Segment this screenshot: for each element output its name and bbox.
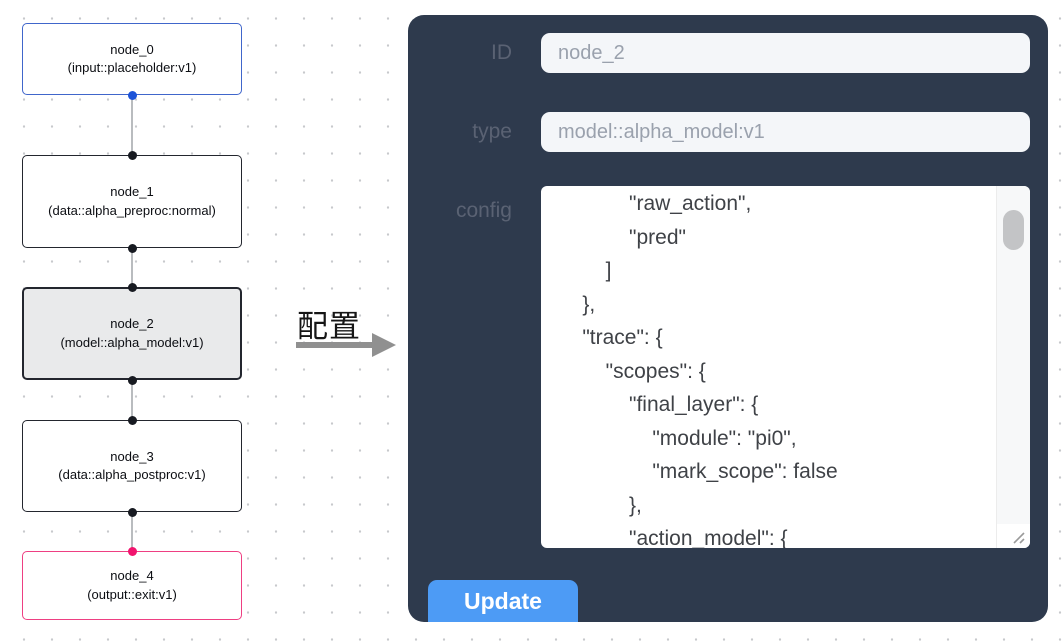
configure-label: 配置 — [297, 309, 361, 344]
node-type-label: (data::alpha_preproc:normal) — [48, 202, 216, 218]
resize-grip-icon — [1013, 532, 1025, 544]
config-field-label: config — [455, 199, 512, 222]
config-editor[interactable]: "raw_action", "pred" ] }, "trace": { "sc… — [541, 186, 1030, 548]
node-title: node_1 — [110, 184, 154, 200]
node-type-label: (data::alpha_postproc:v1) — [58, 467, 206, 482]
right-arrow-icon — [296, 333, 396, 357]
config-scrollbar-thumb[interactable] — [1003, 210, 1024, 250]
node-type-label: (output::exit:v1) — [87, 586, 177, 602]
id-input[interactable] — [541, 33, 1030, 73]
port-node3-input[interactable] — [127, 415, 137, 425]
port-node1-input[interactable] — [127, 150, 137, 160]
config-code-text[interactable]: "raw_action", "pred" ] }, "trace": { "sc… — [582, 192, 838, 548]
node-title: node_0 — [110, 41, 154, 57]
node-title: node_2 — [110, 316, 154, 332]
node-config-panel: ID type config "raw_action", "pred" ] },… — [408, 15, 1048, 622]
config-scrollbar-track[interactable] — [996, 186, 1030, 524]
edge-node0-node1 — [131, 95, 133, 155]
node-type-label: (model::alpha_model:v1) — [60, 334, 204, 350]
port-node1-output[interactable] — [127, 243, 137, 253]
type-input[interactable] — [541, 112, 1030, 152]
edge-node3-node4 — [131, 512, 133, 551]
graph-node-4[interactable]: node_4 (output::exit:v1) — [22, 551, 242, 620]
id-field-label: ID — [491, 41, 512, 64]
port-node2-input[interactable] — [127, 282, 137, 292]
update-button[interactable]: Update — [428, 580, 578, 622]
port-node2-output[interactable] — [127, 375, 137, 385]
graph-node-0[interactable]: node_0 (input::placeholder:v1) — [22, 23, 242, 95]
port-node3-output[interactable] — [127, 507, 137, 517]
textarea-resize-handle[interactable] — [996, 524, 1030, 548]
node-title: node_4 — [110, 568, 154, 584]
type-field-label: type — [472, 120, 512, 143]
graph-node-2-selected[interactable]: node_2 (model::alpha_model:v1) — [22, 287, 242, 380]
graph-node-3[interactable]: node_3 (data::alpha_postproc:v1) — [22, 420, 242, 512]
node-type-label: (input::placeholder:v1) — [67, 60, 197, 75]
edge-node1-node2 — [131, 248, 133, 287]
port-node4-input[interactable] — [127, 546, 137, 556]
edge-node2-node3 — [131, 380, 133, 420]
graph-node-1[interactable]: node_1 (data::alpha_preproc:normal) — [22, 155, 242, 248]
node-title: node_3 — [110, 448, 154, 464]
port-node0-output[interactable] — [127, 90, 137, 100]
